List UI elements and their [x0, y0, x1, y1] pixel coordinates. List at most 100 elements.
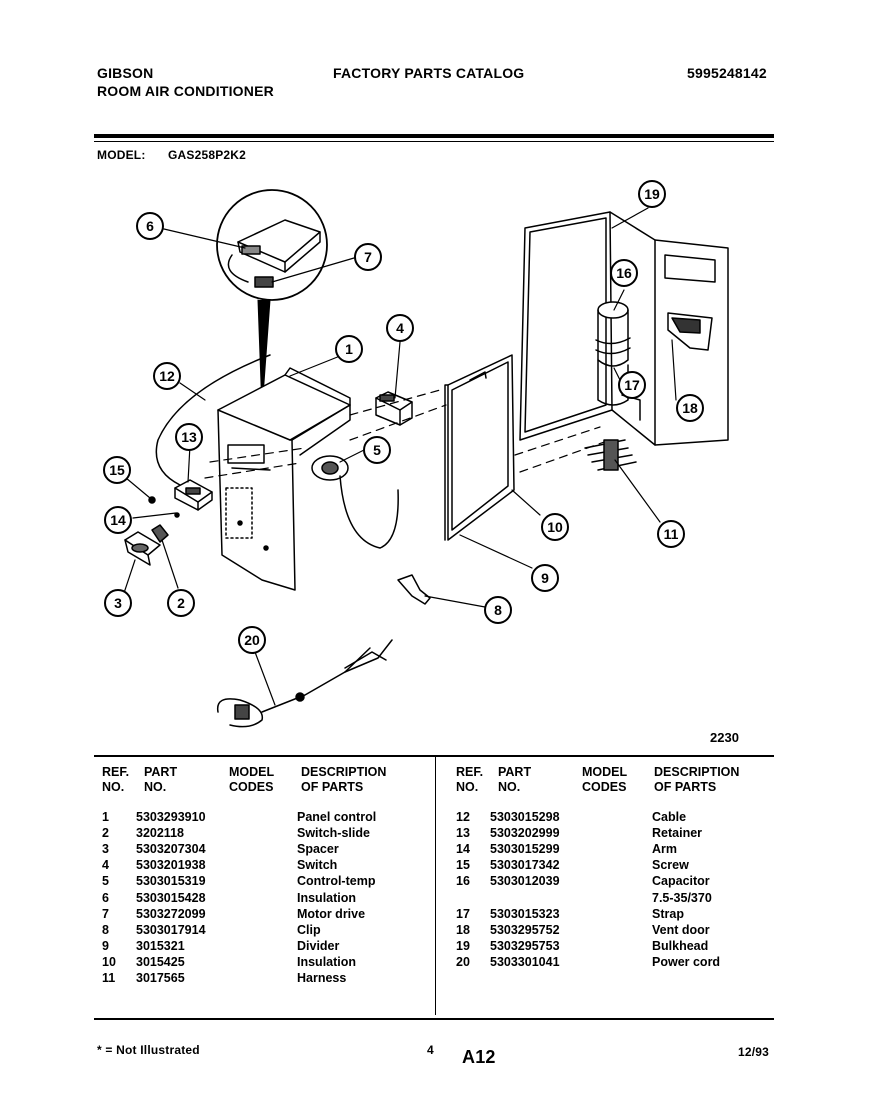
description-cell: Bulkhead — [652, 938, 709, 953]
callout-leaders — [123, 207, 677, 706]
part-number-cell: 5303201938 — [136, 858, 206, 873]
description-cell: Spacer — [297, 842, 339, 857]
ref-cell: 8 — [102, 922, 109, 937]
svg-text:18: 18 — [682, 400, 698, 416]
description-cell: Insulation — [297, 954, 357, 969]
panel-control-drawing — [217, 367, 351, 591]
ref-cell: 10 — [102, 954, 116, 969]
svg-text:13: 13 — [181, 429, 197, 445]
svg-text:17: 17 — [624, 377, 640, 393]
model-value: GAS258P2K2 — [168, 148, 247, 162]
callout-11: 11 — [657, 520, 685, 548]
ref-cell: 1 — [102, 810, 109, 824]
part-number-cell: 5303272099 — [136, 906, 206, 921]
part-number-cell: 5303207304 — [136, 842, 206, 857]
svg-text:4: 4 — [396, 320, 404, 336]
clip-drawing — [397, 574, 431, 605]
catalog-title: FACTORY PARTS CATALOG — [333, 65, 525, 81]
product-name: ROOM AIR CONDITIONER — [97, 83, 274, 99]
footer-note: * = Not Illustrated — [97, 1043, 200, 1057]
ref-cell: 20 — [456, 954, 470, 969]
description-cell: Switch-slide — [297, 826, 370, 841]
part-number-cell: 5303295752 — [490, 922, 560, 937]
description-cell: Insulation — [297, 890, 357, 905]
callout-1: 1 — [335, 335, 363, 363]
svg-text:20: 20 — [244, 632, 260, 648]
description-cell: Panel control — [297, 810, 377, 824]
ref-cell: 13 — [456, 826, 470, 841]
part-number-cell: 3202118 — [136, 826, 184, 841]
ref-cell: 5 — [102, 874, 109, 889]
table-top-rule — [94, 755, 774, 757]
part-number-cell: 5303015319 — [136, 874, 206, 889]
ref-cell: 12 — [456, 810, 470, 824]
ref-cell: 7 — [102, 906, 109, 921]
ref-cell: 4 — [102, 858, 109, 873]
switch-drawing — [375, 391, 413, 426]
part-number-cell: 5303295753 — [490, 938, 560, 953]
page-number: 4 — [427, 1043, 434, 1057]
part-number-cell: 5303017914 — [136, 922, 206, 937]
part-number-cell: 5303301041 — [490, 954, 560, 969]
part-number-cell: 3015321 — [136, 938, 185, 953]
description-cell: Clip — [297, 922, 321, 937]
svg-text:16: 16 — [616, 265, 632, 281]
description-cell: Power cord — [652, 954, 721, 969]
svg-text:15: 15 — [109, 462, 125, 478]
callout-9: 9 — [531, 564, 559, 592]
description-cell: Retainer — [652, 826, 703, 841]
callout-10: 10 — [541, 513, 569, 541]
description-cell: Screw — [652, 858, 689, 873]
part-number-cell: 5303015299 — [490, 842, 560, 857]
description-cell: Vent door — [652, 922, 710, 937]
svg-text:19: 19 — [644, 186, 660, 202]
part-number-cell: 5303293910 — [136, 810, 206, 824]
svg-text:6: 6 — [146, 218, 154, 234]
part-number-cell: 3017565 — [136, 971, 185, 985]
capacitor-drawing — [595, 301, 631, 406]
callout-2: 2 — [167, 589, 195, 617]
ref-cell: 19 — [456, 938, 470, 953]
bulkhead-drawing — [519, 211, 729, 446]
callout-14: 14 — [104, 506, 132, 534]
description-cell: Switch — [297, 858, 338, 873]
svg-text:11: 11 — [664, 526, 679, 542]
svg-text:2: 2 — [177, 595, 185, 611]
table-bottom-rule — [94, 1018, 774, 1020]
callout-17: 17 — [618, 371, 646, 399]
header-rule-thin — [94, 141, 774, 142]
divider-drawing — [444, 354, 515, 541]
part-number-cell: 5303015298 — [490, 810, 560, 824]
description-cell: 7.5-35/370 — [652, 890, 712, 905]
callout-19: 19 — [638, 180, 666, 208]
ref-cell: 3 — [102, 842, 109, 857]
callout-4: 4 — [386, 314, 414, 342]
description-cell: Arm — [652, 842, 678, 857]
description-cell: Cable — [652, 810, 687, 824]
diagram-number: 2230 — [710, 730, 739, 745]
assembly-dashed-lines — [204, 389, 611, 479]
model-label: MODEL: — [97, 148, 146, 162]
table-column-divider — [435, 757, 436, 1015]
harness-drawing — [584, 439, 637, 471]
description-cell: Capacitor — [652, 874, 710, 889]
section-code: A12 — [462, 1047, 496, 1067]
part-number-cell: 5303202999 — [490, 826, 560, 841]
ref-cell: 15 — [456, 858, 470, 873]
callout-5: 5 — [363, 436, 391, 464]
part-number-cell: 5303012039 — [490, 874, 560, 889]
control-temp-drawing — [311, 455, 399, 549]
svg-text:1: 1 — [345, 341, 353, 357]
callout-16: 16 — [610, 259, 638, 287]
description-cell: Harness — [297, 971, 347, 985]
ref-cell: 11 — [102, 971, 116, 985]
ref-cell: 14 — [456, 842, 470, 857]
svg-text:3: 3 — [114, 595, 122, 611]
callout-markers: 1 2 3 4 5 6 7 8 9 10 11 12 13 14 15 16 1… — [103, 180, 704, 654]
ref-cell: 6 — [102, 890, 109, 905]
